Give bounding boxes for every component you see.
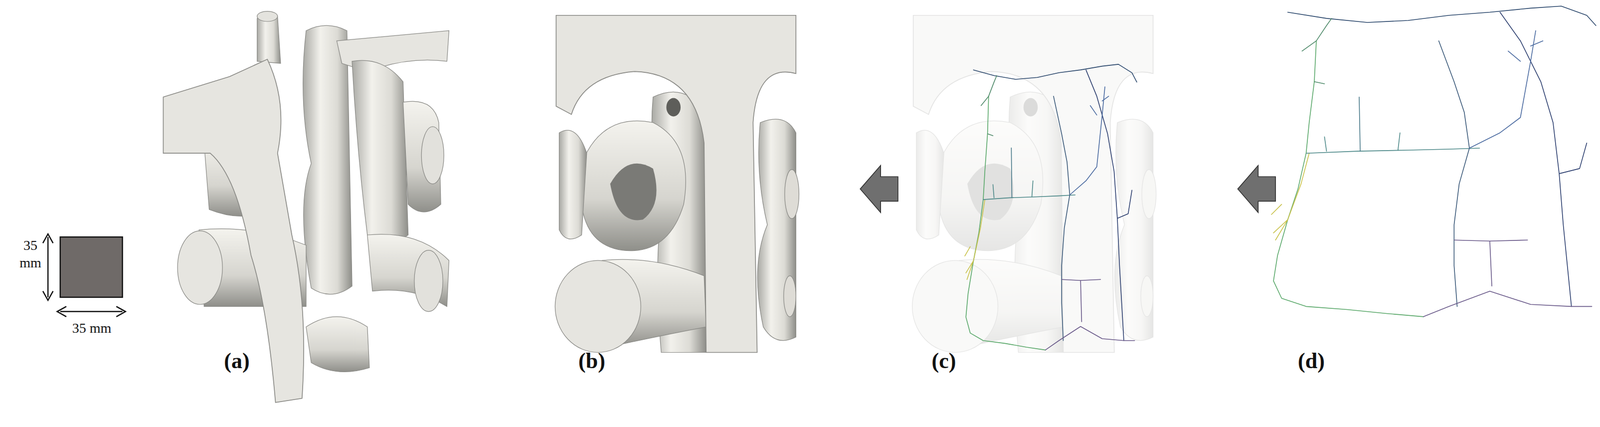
illustration-part (1237, 165, 1276, 213)
scale-icon (42, 233, 126, 317)
illustration-part (421, 126, 444, 184)
illustration-part (60, 236, 123, 298)
illustration-part (257, 11, 278, 22)
illustration-part (303, 25, 353, 295)
illustration-part (42, 233, 53, 301)
panel-label: (a) (214, 349, 260, 373)
structure-front (554, 15, 799, 353)
block-arrow (860, 165, 1276, 213)
illustration-part (177, 230, 223, 305)
illustration-part (306, 316, 370, 372)
illustration-part (912, 15, 1157, 353)
illustration-part (352, 60, 409, 243)
illustration-part (60, 310, 123, 312)
dimension-label: 35 mm (16, 236, 45, 272)
panel-label: (c) (921, 349, 967, 373)
illustration-part (57, 306, 126, 317)
structure-overlay (912, 15, 1157, 353)
illustration-part (860, 165, 898, 213)
structure-3d (163, 11, 449, 403)
panel-label: (b) (569, 349, 615, 373)
illustration-part (964, 64, 1137, 351)
illustration-part (47, 236, 49, 298)
panel-label: (d) (1288, 349, 1334, 373)
dimension-label: 35 mm (61, 319, 122, 337)
illustration-part (163, 59, 304, 403)
skeleton-lines (1271, 5, 1597, 317)
illustration-part (414, 250, 443, 312)
